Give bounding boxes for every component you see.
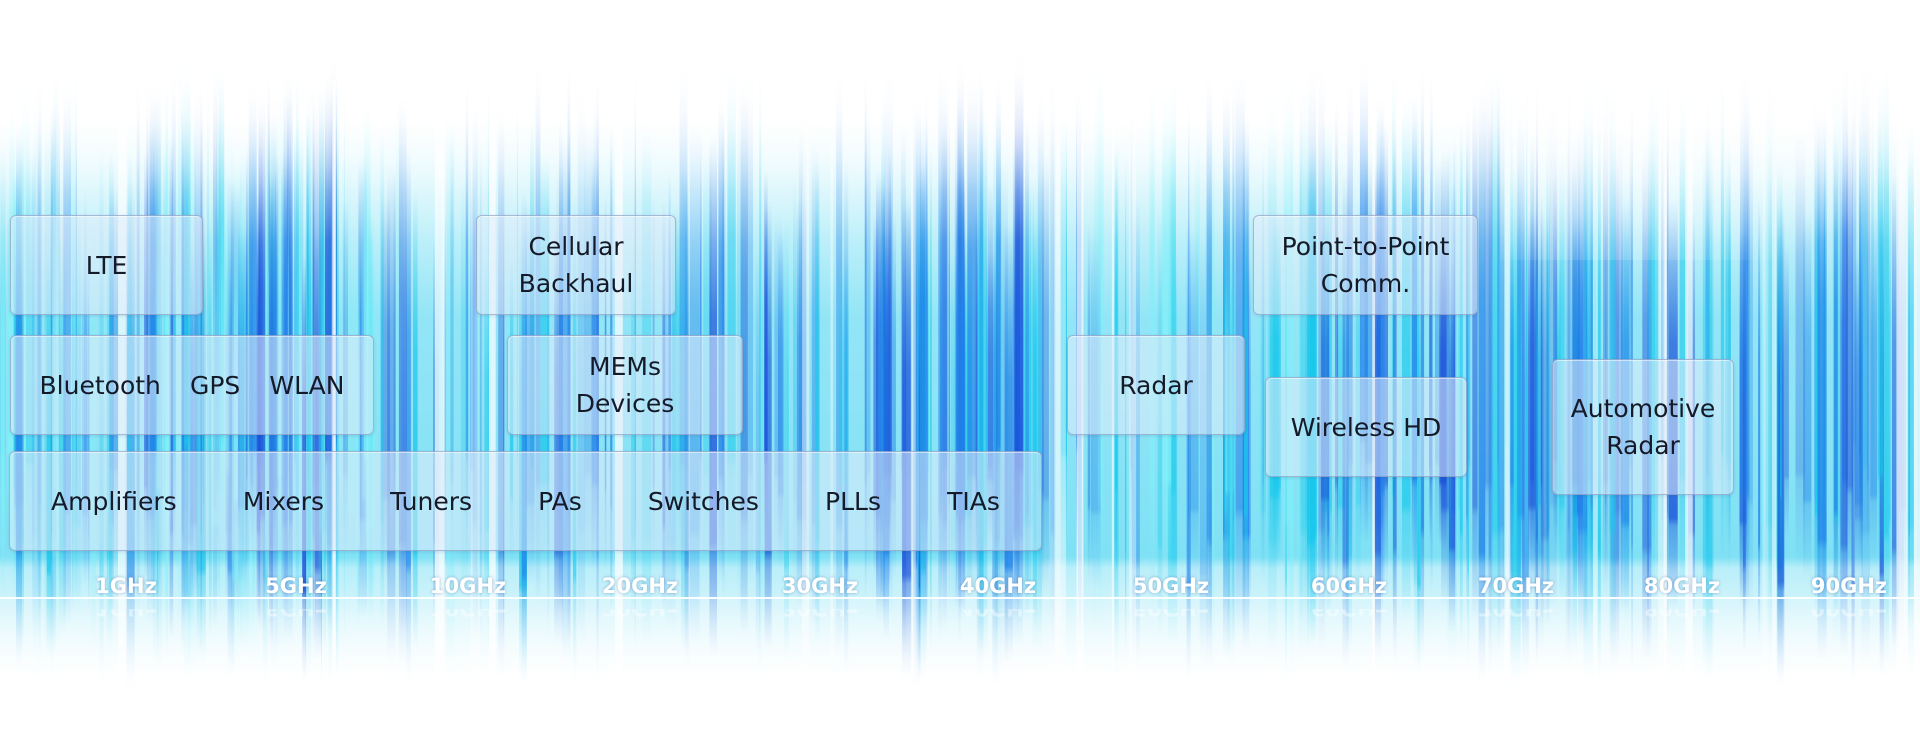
light-streak <box>1515 232 1522 613</box>
tick-50ghz: 50GHz <box>1132 574 1210 598</box>
white-streak <box>1054 80 1066 680</box>
light-streak <box>1784 245 1789 541</box>
light-streak <box>1 195 5 597</box>
light-streak <box>1466 128 1468 621</box>
light-streak <box>1603 71 1609 595</box>
light-streak <box>406 148 411 682</box>
light-streak <box>1780 176 1782 583</box>
mems-devices-label: MEMs Devices <box>575 352 675 418</box>
radar-label: Radar <box>1119 370 1193 400</box>
automotive-radar-label: Automotive Radar <box>1570 394 1716 460</box>
gps-label: GPS <box>189 370 241 400</box>
white-streak <box>1896 80 1908 680</box>
light-streak <box>1908 218 1910 621</box>
bluetooth-label: Bluetooth <box>39 370 161 400</box>
light-streak <box>1590 94 1594 619</box>
light-streak <box>1888 174 1891 614</box>
tick-40ghz: 40GHz <box>959 574 1037 598</box>
tick-5ghz: 5GHz <box>265 574 327 598</box>
white-streak <box>910 80 916 680</box>
light-streak <box>1743 59 1750 615</box>
light-streak <box>1541 210 1549 627</box>
light-streak <box>1420 55 1425 661</box>
light-streak <box>1283 72 1293 645</box>
light-streak <box>1379 103 1385 599</box>
point-to-point-label: Point-to-Point Comm. <box>1281 232 1450 298</box>
light-streak <box>413 190 418 651</box>
cellular-backhaul-label: Cellular Backhaul <box>518 232 634 298</box>
connectivity-box: Bluetooth GPS WLAN <box>10 335 374 435</box>
wireless-hd-box: Wireless HD <box>1265 377 1467 477</box>
switches-label: Switches <box>647 486 759 516</box>
light-streak <box>876 182 885 625</box>
light-streak <box>929 142 932 657</box>
light-streak <box>1335 95 1338 592</box>
light-streak <box>1803 211 1812 580</box>
white-streak <box>1772 80 1777 680</box>
white-streak <box>1913 80 1920 680</box>
light-streak <box>1402 90 1411 622</box>
light-streak <box>1525 42 1528 606</box>
automotive-radar-box: Automotive Radar <box>1552 359 1734 495</box>
tick-10ghz: 10GHz <box>429 574 507 598</box>
white-streak <box>1762 80 1769 680</box>
pas-label: PAs <box>538 486 582 516</box>
tick-70ghz: 70GHz <box>1477 574 1555 598</box>
mems-devices-box: MEMs Devices <box>507 335 743 435</box>
light-streak <box>1877 72 1884 586</box>
tick-20ghz: 20GHz <box>601 574 679 598</box>
light-streak <box>764 204 772 651</box>
wireless-hd-label: Wireless HD <box>1290 412 1442 442</box>
light-streak <box>1522 220 1529 676</box>
tick-1ghz: 1GHz <box>95 574 157 598</box>
light-streak <box>1347 72 1353 568</box>
light-streak <box>398 94 407 666</box>
amplifiers-label: Amplifiers <box>51 486 177 516</box>
light-streak <box>1430 62 1433 592</box>
light-streak <box>387 165 396 664</box>
light-streak <box>1199 237 1208 668</box>
light-streak <box>1758 196 1761 642</box>
light-streak <box>1411 93 1417 587</box>
tias-label: TIAs <box>947 486 1000 516</box>
lte-label: LTE <box>85 250 128 280</box>
light-streak <box>815 163 820 644</box>
wlan-label: WLAN <box>269 370 345 400</box>
components-box: Amplifiers Mixers Tuners PAs Switches PL… <box>9 451 1042 551</box>
tick-90ghz: 90GHz <box>1810 574 1888 598</box>
tuners-label: Tuners <box>390 486 473 516</box>
light-streak <box>759 46 762 677</box>
cellular-backhaul-box: Cellular Backhaul <box>476 215 676 315</box>
radar-box: Radar <box>1067 335 1245 435</box>
light-streak <box>1491 58 1501 661</box>
light-streak <box>920 115 928 630</box>
tick-60ghz: 60GHz <box>1310 574 1388 598</box>
light-streak <box>1041 155 1049 590</box>
light-streak <box>1870 209 1878 575</box>
point-to-point-box: Point-to-Point Comm. <box>1253 215 1478 315</box>
light-streak <box>1497 46 1499 574</box>
plls-label: PLLs <box>825 486 881 516</box>
light-streak <box>380 129 385 627</box>
light-streak <box>1033 227 1037 627</box>
light-streak <box>1832 58 1842 647</box>
mixers-label: Mixers <box>242 486 325 516</box>
light-streak <box>1472 92 1478 622</box>
light-streak <box>994 197 1000 635</box>
tick-30ghz: 30GHz <box>781 574 859 598</box>
lte-box: LTE <box>10 215 203 315</box>
light-streak <box>1854 258 1863 589</box>
tick-80ghz: 80GHz <box>1643 574 1721 598</box>
